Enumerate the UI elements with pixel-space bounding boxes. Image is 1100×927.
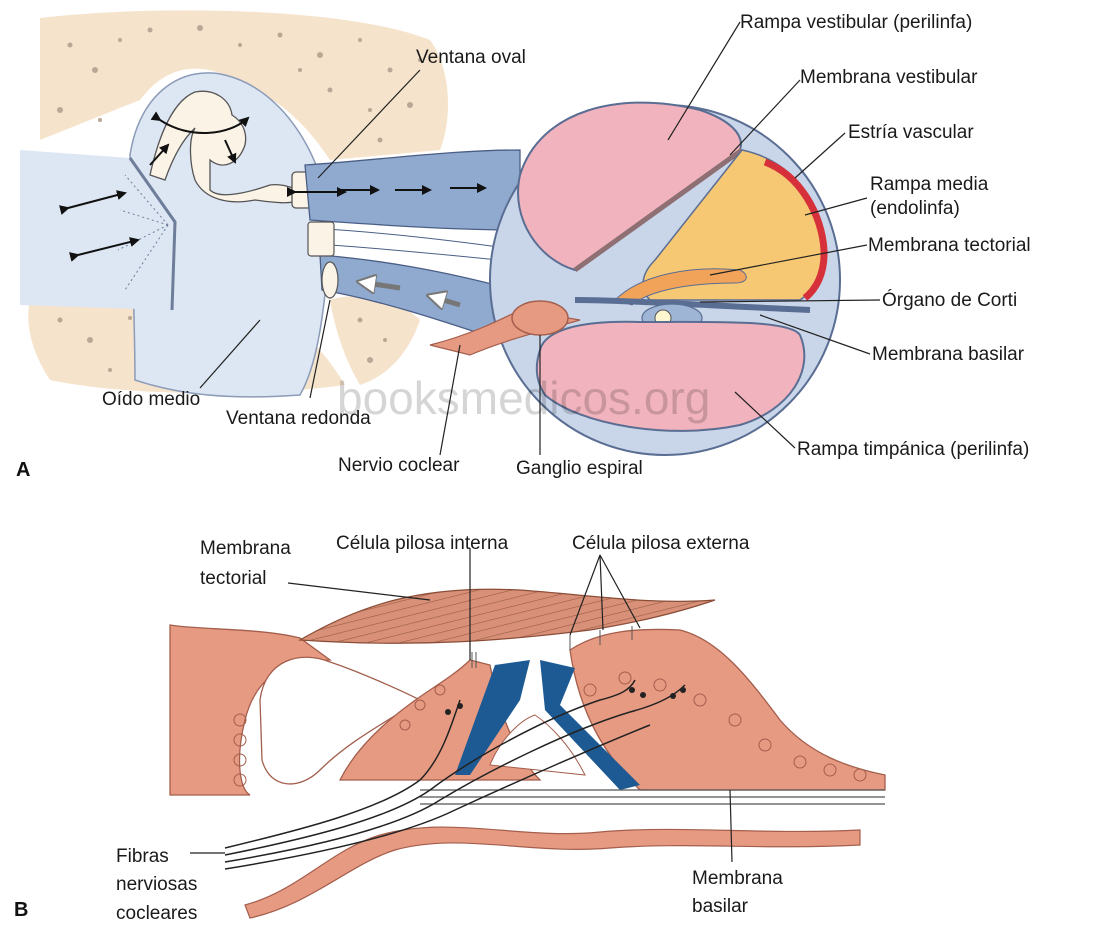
- label-rampa-media: Rampa media: [870, 174, 989, 195]
- panel-a-letter: A: [16, 459, 30, 481]
- label-membrana-vestibular: Membrana vestibular: [800, 67, 978, 88]
- label-membrana-tectorial-b-1: Membrana: [200, 538, 291, 559]
- label-rampa-media-endolinfa: (endolinfa): [870, 198, 960, 219]
- label-estria-vascular: Estría vascular: [848, 122, 974, 143]
- label-fibras-nerviosas: nerviosas: [116, 874, 197, 895]
- label-rampa-vestibular: Rampa vestibular (perilinfa): [740, 12, 972, 33]
- label-oido-medio: Oído medio: [102, 389, 200, 410]
- label-membrana-basilar-b-2: basilar: [692, 896, 749, 917]
- label-celula-pilosa-interna: Célula pilosa interna: [336, 533, 509, 554]
- label-ventana-oval: Ventana oval: [416, 47, 526, 68]
- label-organo-corti: Órgano de Corti: [882, 289, 1017, 311]
- label-membrana-basilar-b-1: Membrana: [692, 868, 783, 889]
- panel-b: B Membrana tectorial Célula pilosa inter…: [14, 533, 885, 924]
- label-rampa-timpanica: Rampa timpánica (perilinfa): [797, 439, 1029, 460]
- basilar-membrane-b: [420, 790, 885, 804]
- watermark: booksmedicos.org: [337, 372, 710, 424]
- label-fibras: Fibras: [116, 846, 169, 867]
- label-membrana-tectorial-a: Membrana tectorial: [868, 235, 1031, 256]
- spiral-ganglion: [512, 301, 568, 335]
- panel-b-letter: B: [14, 899, 28, 921]
- label-membrana-basilar-a: Membrana basilar: [872, 344, 1025, 365]
- label-nervio-coclear: Nervio coclear: [338, 455, 460, 476]
- label-ganglio-espiral: Ganglio espiral: [516, 458, 643, 479]
- label-celula-pilosa-externa: Célula pilosa externa: [572, 533, 750, 554]
- label-membrana-tectorial-b-2: tectorial: [200, 568, 267, 589]
- label-fibras-cocleares: cocleares: [116, 903, 197, 924]
